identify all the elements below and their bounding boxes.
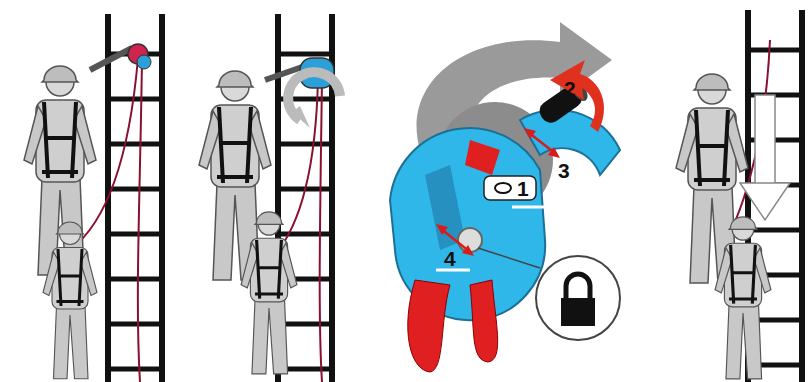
callout-number: 4 (444, 248, 456, 269)
callout-number: 1 (517, 178, 529, 199)
callout-number: 2 (564, 78, 576, 99)
callout-number: 3 (558, 160, 570, 181)
